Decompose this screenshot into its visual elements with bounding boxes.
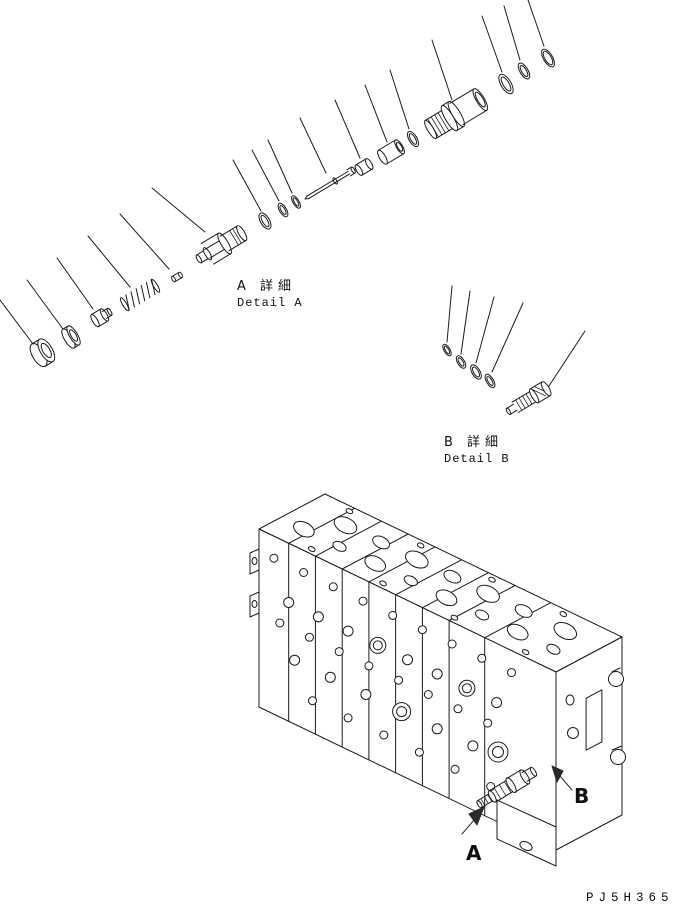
block-top-ports	[293, 508, 578, 656]
part-washer	[291, 195, 301, 209]
part-spacer	[354, 158, 374, 176]
part-stem-valve	[505, 381, 552, 415]
detail-b-leader-lines	[446, 285, 586, 390]
installed-stem-assembly	[476, 766, 538, 809]
part-needle-rod	[304, 166, 356, 200]
part-main-fitting	[424, 88, 489, 140]
part-backup-ring	[517, 62, 531, 80]
detail-a-exploded-view	[0, 0, 555, 368]
detail-b-exploded-view	[442, 285, 586, 415]
drawing-code: PJ5H365	[586, 891, 674, 905]
block-mounting-foot	[496, 799, 557, 867]
part-o-ring	[442, 343, 452, 357]
arrow-b-label: B	[574, 784, 589, 808]
part-cartridge-valve	[195, 225, 248, 265]
arrow-a-head	[468, 806, 485, 826]
part-o-ring	[258, 212, 272, 230]
part-sleeve	[377, 139, 405, 165]
part-o-ring	[455, 355, 467, 369]
valve-block-isometric	[249, 493, 626, 867]
part-o-ring	[470, 364, 482, 380]
block-right-face	[555, 636, 623, 851]
block-end-cover-details	[565, 667, 626, 765]
detail-a-leader-lines	[0, 0, 545, 345]
part-ring	[406, 130, 420, 148]
part-washer	[277, 202, 289, 218]
block-front-ports	[269, 553, 516, 791]
detail-b-label-en: Detail B	[444, 452, 510, 466]
block-section-lines-front	[288, 542, 486, 817]
part-o-ring	[498, 73, 514, 95]
block-left-mount-tabs	[249, 548, 260, 618]
part-ring-nut	[61, 325, 81, 349]
arrow-a-label: A	[466, 841, 482, 865]
view-arrow-b	[551, 765, 573, 791]
view-arrow-a	[461, 806, 485, 835]
part-spring	[119, 278, 161, 312]
detail-a-label-jp: A 詳細	[237, 278, 296, 294]
detail-a-label-en: Detail A	[237, 296, 303, 310]
part-end-cap	[29, 338, 56, 368]
detail-b-label-jp: B 詳細	[444, 434, 503, 450]
part-plug	[90, 307, 113, 328]
part-pin	[171, 271, 183, 283]
part-washer	[484, 373, 496, 389]
part-retainer-ring	[541, 48, 555, 68]
block-section-lines-top	[288, 507, 552, 639]
